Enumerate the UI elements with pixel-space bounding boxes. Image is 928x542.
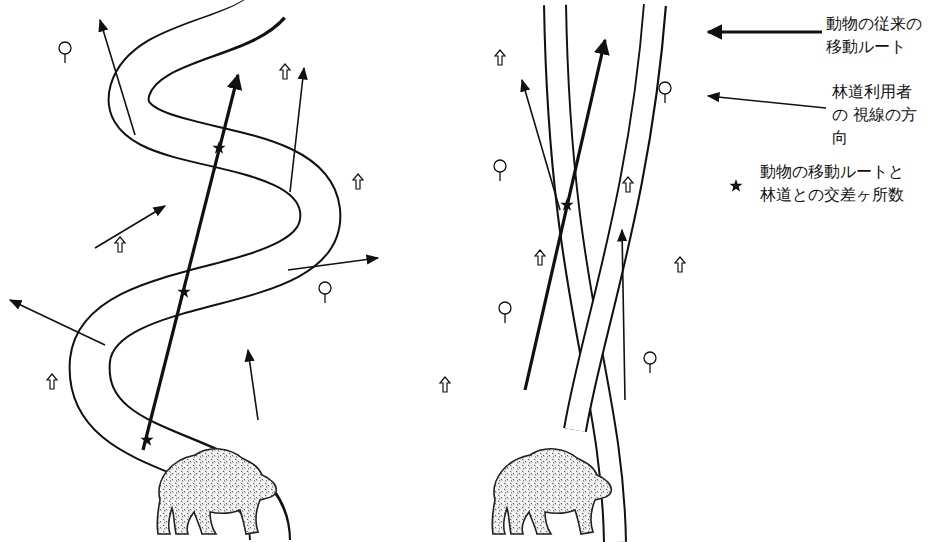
trees [47, 42, 685, 392]
bear-figure [492, 449, 611, 534]
legend-label: 林道利用者の 視線の方向 [832, 80, 924, 150]
legend-label: 動物の従来の 移動ルート [826, 12, 924, 58]
bear-figure [157, 449, 276, 534]
sight-arrows [10, 20, 625, 420]
crossing-stars [140, 141, 573, 446]
animal-routes [143, 40, 605, 450]
winding-road [90, 3, 321, 542]
legend-label: 動物の移動ルートと 林道との交差ヶ所数 [760, 160, 922, 206]
